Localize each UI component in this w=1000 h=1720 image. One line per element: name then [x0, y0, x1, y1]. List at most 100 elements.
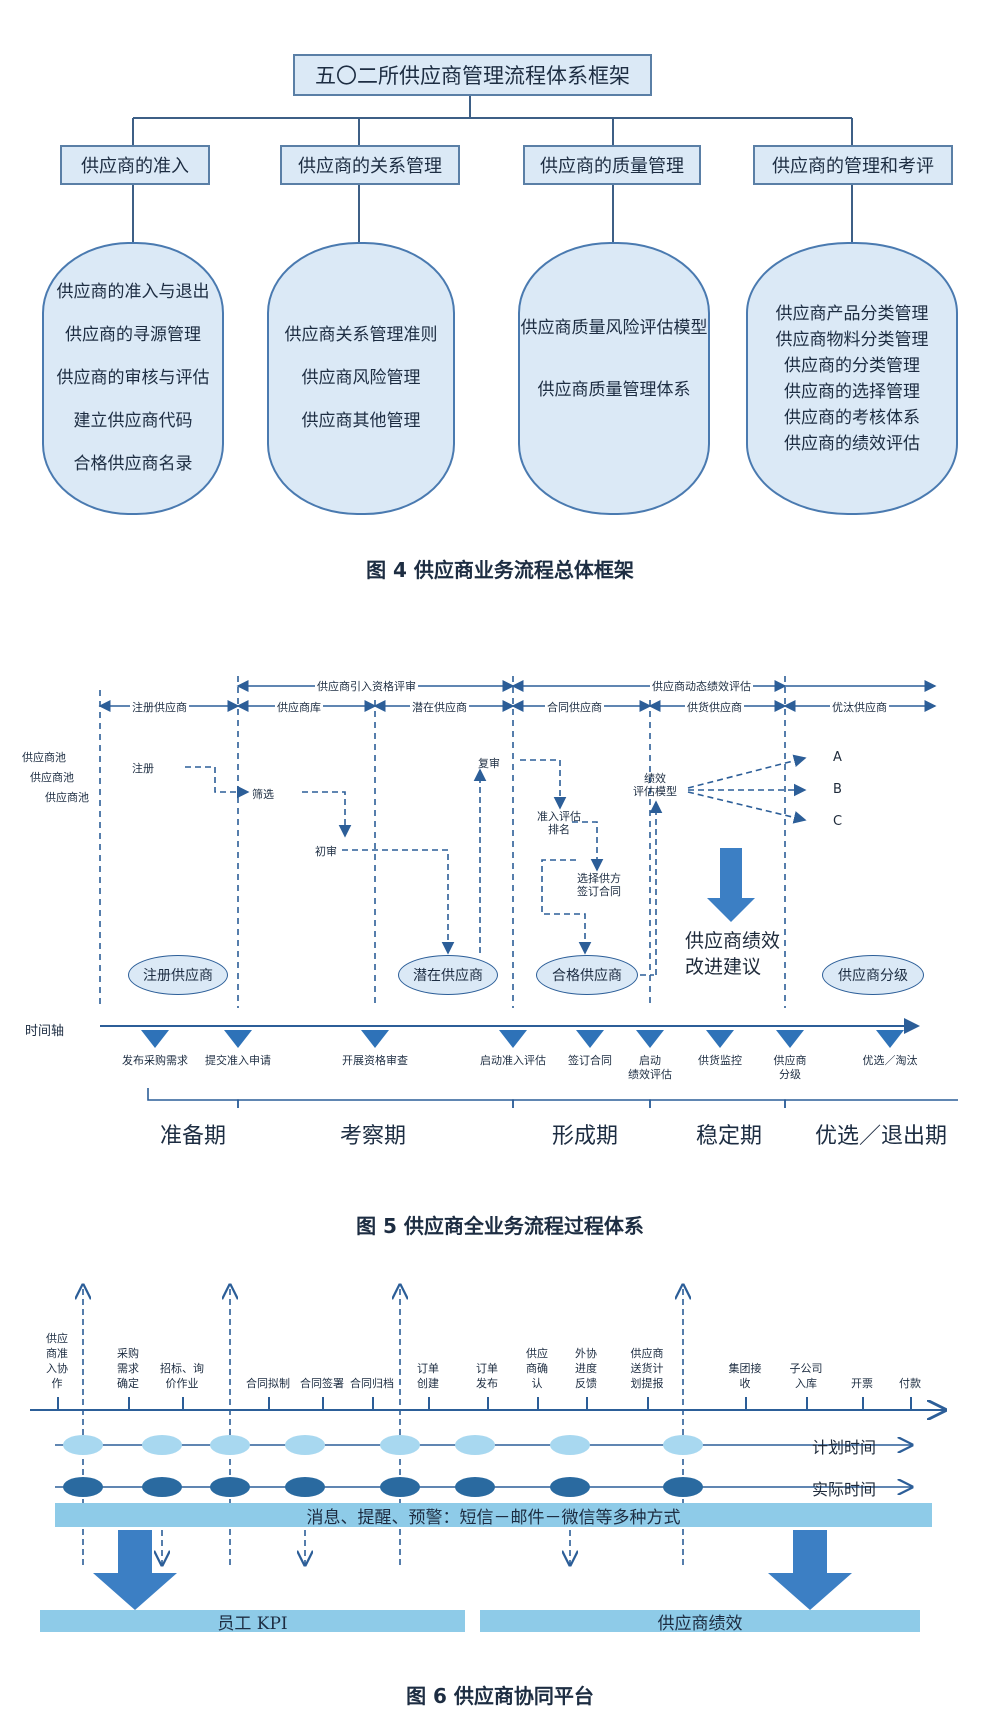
fig6-actual-marker	[63, 1477, 103, 1497]
fig4-barrel-evaluation: 供应商产品分类管理 供应商物料分类管理 供应商的分类管理 供应商的选择管理 供应…	[746, 242, 958, 515]
fig5-pool-label: 供应商池	[22, 751, 66, 764]
fig5-node-review: 复审	[478, 757, 500, 770]
fig4-item: 供应商关系管理准则	[284, 325, 438, 345]
fig6-axis-tick	[806, 1397, 808, 1410]
fig6-step-label: 采购 需求 确定	[117, 1347, 139, 1390]
fig6-step-label: 订单 发布	[476, 1362, 498, 1390]
fig5-ellipse-qualified: 合格供应商	[536, 955, 638, 995]
fig6-actual-marker	[285, 1477, 325, 1497]
fig5-milestone-label: 签订合同	[568, 1054, 612, 1067]
fig6-actual-marker	[142, 1477, 182, 1497]
fig6-plan-marker	[210, 1435, 250, 1455]
fig5-stage-registered: 注册供应商	[130, 699, 189, 715]
fig6-step-label: 供应商 送货计 划提报	[630, 1347, 664, 1390]
fig6-step-label: 合同签署	[300, 1377, 344, 1390]
fig5-milestone-marker	[141, 1030, 169, 1048]
fig5-suggestion-line: 改进建议	[685, 956, 762, 978]
fig6-plan-marker	[142, 1435, 182, 1455]
fig6-actual-marker	[380, 1477, 420, 1497]
fig5-milestone-label: 提交准入申请	[205, 1054, 271, 1067]
fig5-ellipse-registered: 注册供应商	[128, 955, 228, 995]
fig5-milestone-label: 优选／淘汰	[862, 1054, 918, 1067]
fig4-root-box: 五〇二所供应商管理流程体系框架	[293, 54, 652, 96]
fig6-step-label: 子公司 入库	[789, 1362, 823, 1390]
fig6-axis-tick	[322, 1397, 324, 1410]
fig5-suggestion: 供应商绩效 改进建议	[685, 928, 780, 980]
fig6-axis-tick	[372, 1397, 374, 1410]
fig4-connectors	[132, 92, 853, 242]
fig4-item: 供应商的绩效评估	[784, 433, 920, 454]
fig5-milestone-marker	[636, 1030, 664, 1048]
fig6-caption: 图 6 供应商协同平台	[406, 1684, 594, 1708]
fig6-axis-tick	[647, 1397, 649, 1410]
fig5-grade-b: B	[833, 782, 842, 797]
fig4-item: 建立供应商代码	[73, 411, 193, 431]
fig5-milestone-marker	[776, 1030, 804, 1048]
fig6-plan-marker	[63, 1435, 103, 1455]
fig5-node-screen: 筛选	[252, 788, 274, 801]
fig5-phase-stable: 稳定期	[696, 1124, 763, 1149]
fig5-suggestion-line: 供应商绩效	[685, 930, 781, 952]
fig4-category-evaluation: 供应商的管理和考评	[753, 145, 953, 185]
fig4-item: 供应商其他管理	[301, 411, 421, 431]
fig6-axis-tick	[862, 1397, 864, 1410]
fig5-milestone-marker	[361, 1030, 389, 1048]
fig5-milestone-label: 启动准入评估	[480, 1054, 546, 1067]
fig5-pool-label: 供应商池	[45, 791, 89, 804]
fig5-node-select: 选择供方 签订合同	[577, 872, 621, 898]
fig5-grade-a: A	[833, 750, 842, 765]
fig6-plan-marker	[380, 1435, 420, 1455]
fig5-milestone-label: 供货监控	[698, 1054, 742, 1067]
fig6-step-label: 集团接 收	[728, 1362, 762, 1390]
fig5-stage-elimination: 优汰供应商	[830, 699, 889, 715]
fig4-item: 供应商产品分类管理	[775, 303, 929, 324]
fig6-big-arrow-perf	[768, 1530, 852, 1610]
fig5-phase-inspect: 考察期	[340, 1124, 407, 1149]
fig5-milestone-label: 发布采购需求	[122, 1054, 188, 1067]
fig4-item: 供应商的考核体系	[784, 407, 920, 428]
fig4-item: 供应商的寻源管理	[65, 325, 201, 345]
fig5-span-qualification: 供应商引入资格评审	[315, 678, 418, 694]
fig6-axis-tick	[128, 1397, 130, 1410]
fig5-node-initial: 初审	[315, 845, 337, 858]
fig6-step-label: 订单 创建	[417, 1362, 439, 1390]
fig6-kpi-banner: 员工 KPI	[40, 1610, 465, 1634]
fig6-axis-tick	[487, 1397, 489, 1410]
fig6-actual-marker	[455, 1477, 495, 1497]
fig5-stage-supply: 供货供应商	[685, 699, 744, 715]
fig6-axis-tick	[57, 1397, 59, 1410]
fig6-plan-label: 计划时间	[812, 1438, 877, 1457]
fig6-axis-tick	[745, 1397, 747, 1410]
fig5-milestone-label: 供应商 分级	[773, 1054, 807, 1081]
fig5-milestone-marker	[876, 1030, 904, 1048]
fig6-step-label: 开票	[851, 1377, 873, 1390]
fig6-step-label: 外协 进度 反馈	[575, 1347, 597, 1390]
fig5-milestone-marker	[499, 1030, 527, 1048]
fig5-ellipse-potential: 潜在供应商	[398, 955, 498, 995]
fig6-big-arrow-kpi	[93, 1530, 177, 1610]
fig5-stage-potential: 潜在供应商	[410, 699, 469, 715]
fig4-item: 供应商的审核与评估	[56, 368, 210, 388]
fig6-axis-tick	[428, 1397, 430, 1410]
fig6-axis-tick	[537, 1397, 539, 1410]
fig6-axis-tick	[268, 1397, 270, 1410]
fig6-actual-marker	[210, 1477, 250, 1497]
fig4-barrel-relationship: 供应商关系管理准则 供应商风险管理 供应商其他管理	[267, 242, 455, 515]
fig6-actual-marker	[663, 1477, 703, 1497]
fig4-item: 供应商风险管理	[301, 368, 421, 388]
fig4-category-admission: 供应商的准入	[60, 145, 210, 185]
fig5-milestone-label: 启动 绩效评估	[628, 1054, 672, 1081]
fig5-milestone-marker	[576, 1030, 604, 1048]
fig5-phase-select-exit: 优选／退出期	[815, 1124, 948, 1149]
fig6-perf-banner: 供应商绩效	[480, 1610, 920, 1634]
fig4-item: 供应商质量管理体系	[537, 379, 691, 400]
fig6-step-label: 招标、询 价作业	[160, 1362, 204, 1390]
fig6-notify-banner: 消息、提醒、预警：短信－邮件－微信等多种方式	[55, 1503, 932, 1528]
fig6-plan-marker	[550, 1435, 590, 1455]
fig5-grade-c: C	[833, 814, 843, 829]
fig6-actual-label: 实际时间	[812, 1480, 877, 1499]
fig6-step-label: 合同拟制	[246, 1377, 290, 1390]
fig5-big-down-arrow	[707, 848, 755, 922]
fig4-item: 供应商的准入与退出	[56, 282, 210, 302]
fig5-milestone-marker	[706, 1030, 734, 1048]
